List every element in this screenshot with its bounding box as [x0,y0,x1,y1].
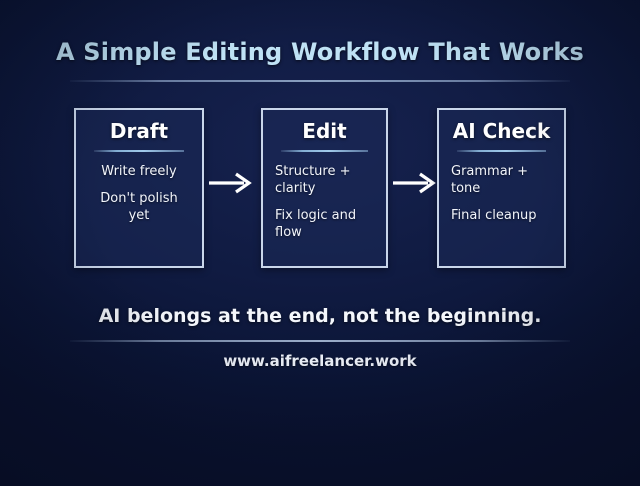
page-title: A Simple Editing Workflow That Works [55,38,585,66]
step-heading-divider [94,150,184,152]
step-card-draft: Draft Write freely Don't polish yet [74,108,204,268]
step-line: Final cleanup [451,208,537,223]
step-heading-draft: Draft [109,119,169,143]
step-heading-divider [457,150,546,152]
step-line: Fix logic and flow [275,208,357,240]
step-heading-ai-check: AI Check [452,119,551,143]
step-heading-divider [281,150,368,152]
step-body-draft: Write freely Don't polish yet [88,163,190,224]
arrow-edit-to-aicheck [392,170,438,196]
step-card-edit: Edit Structure + clarity Fix logic and f… [261,108,388,268]
step-heading-edit: Edit [302,119,347,143]
footer-divider [70,340,570,342]
arrow-draft-to-edit [208,170,254,196]
right-arrow-icon [209,172,252,194]
step-line: Structure + clarity [275,164,351,196]
step-body-ai-check: Grammar + tone Final cleanup [451,163,552,224]
title-divider [70,80,570,82]
step-body-edit: Structure + clarity Fix logic and flow [275,163,374,241]
tagline: AI belongs at the end, not the beginning… [98,305,542,327]
step-card-ai-check: AI Check Grammar + tone Final cleanup [437,108,566,268]
step-line: Write freely [101,164,177,179]
site-url: www.aifreelancer.work [223,352,417,370]
workflow-diagram: Draft Write freely Don't polish yet Edit… [0,108,640,270]
right-arrow-icon [393,172,436,194]
step-line: Grammar + tone [451,164,529,196]
step-line: Don't polish yet [100,191,178,223]
